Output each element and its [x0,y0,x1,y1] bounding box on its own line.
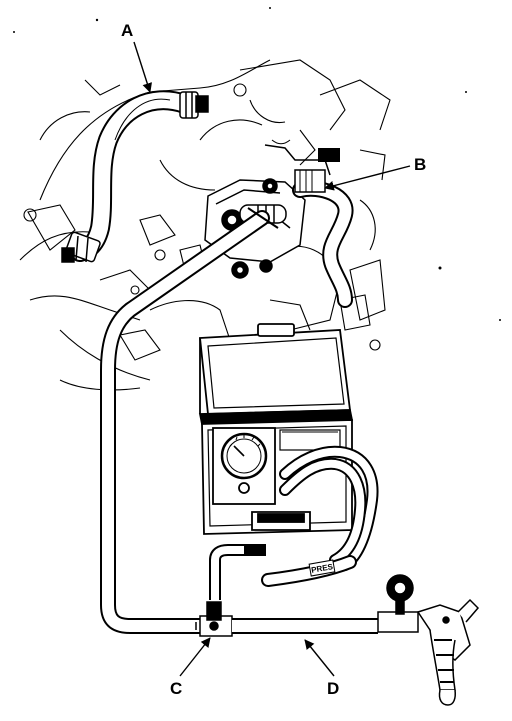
fuel-pressure-gauge-case [198,323,354,535]
pres-tag: PRES [311,562,335,575]
hand-vacuum-pump [377,574,480,706]
callout-label-d: D [327,679,340,698]
hose-clamp-lower [61,231,101,263]
leader-line-c [179,637,211,677]
leader-line-d [304,639,335,677]
tee-fitting-c [195,601,237,637]
callout-label-a: A [121,21,134,40]
callout-label-c: C [170,679,183,698]
leader-line-b [324,165,411,191]
leader-lines [133,41,411,677]
drain-hose: PRES [261,555,357,587]
return-line-b [264,139,354,308]
gauge-output-line [209,544,266,600]
hose-clamp-upper [179,91,209,119]
gauge-hose [100,207,279,634]
hose-a [70,90,195,262]
callout-label-b: B [414,155,427,174]
scan-specks [13,7,501,321]
gauge-coiled-hoses [279,445,379,571]
leader-line-a [133,41,152,93]
